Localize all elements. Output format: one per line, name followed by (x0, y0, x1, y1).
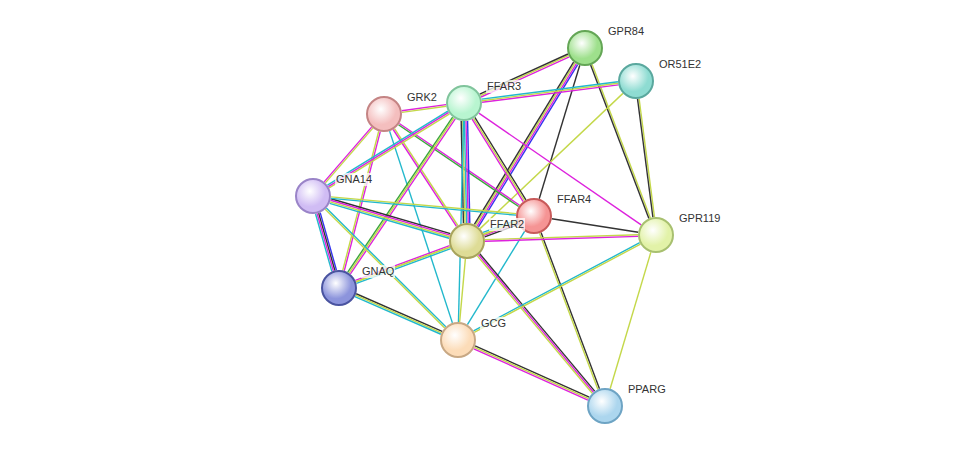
evidence-line (474, 347, 588, 398)
protein-node: PPARG (587, 388, 623, 424)
protein-node: GPR119 (638, 217, 674, 253)
interaction-edge (474, 243, 641, 333)
evidence-line (393, 130, 456, 227)
protein-node: GPR84 (567, 30, 603, 66)
protein-node: GCG (440, 322, 476, 358)
evidence-line (317, 214, 333, 271)
interaction-edge (398, 123, 519, 206)
evidence-line (331, 197, 516, 214)
protein-node: FFAR2 (449, 223, 485, 259)
evidence-line (331, 198, 516, 215)
evidence-line (480, 254, 595, 391)
evidence-line (355, 295, 441, 333)
evidence-line (472, 119, 523, 201)
interaction-edge (638, 99, 655, 218)
node-label: GNAQ (361, 265, 395, 278)
evidence-line (475, 117, 526, 199)
evidence-line (356, 294, 442, 332)
interaction-edge (485, 235, 638, 241)
evidence-line (319, 213, 335, 270)
node-label: FFAR2 (489, 218, 525, 231)
evidence-line (639, 99, 654, 217)
protein-node: FFAR3 (446, 85, 482, 121)
node-label: GRK2 (406, 91, 438, 104)
interaction-edge (472, 117, 526, 201)
evidence-line (356, 249, 450, 284)
protein-node: GNAQ (321, 270, 357, 306)
node-label: PPARG (627, 383, 667, 396)
evidence-line (460, 259, 466, 322)
evidence-line (610, 252, 651, 389)
evidence-line (348, 117, 453, 272)
evidence-line (485, 236, 638, 241)
evidence-line (473, 118, 524, 200)
node-label: FFAR4 (556, 193, 592, 206)
protein-node: OR51E2 (618, 63, 654, 99)
protein-node: GRK2 (366, 96, 402, 132)
node-label: GNA14 (335, 173, 373, 186)
node-label: GPR119 (678, 212, 721, 225)
interaction-edge (552, 219, 638, 232)
interaction-edge (316, 213, 337, 272)
node-label: OR51E2 (658, 58, 702, 71)
interaction-edge (477, 254, 594, 393)
node-label: GPR84 (607, 25, 645, 38)
evidence-line (474, 349, 588, 400)
evidence-line (402, 106, 446, 112)
evidence-line (355, 297, 441, 335)
evidence-line (480, 54, 568, 94)
interaction-edge (331, 197, 516, 215)
evidence-line (638, 99, 653, 217)
interaction-edge (474, 346, 589, 400)
evidence-line (330, 203, 449, 238)
evidence-line (474, 244, 640, 332)
evidence-line (479, 113, 641, 225)
interaction-edge (479, 113, 641, 225)
interaction-edge (402, 105, 447, 113)
evidence-line (316, 214, 332, 271)
evidence-line (552, 219, 638, 232)
evidence-line (475, 346, 589, 397)
node-label: FFAR3 (486, 80, 522, 93)
interaction-edge (610, 252, 651, 389)
node-label: GCG (480, 317, 507, 330)
evidence-line (474, 243, 640, 331)
interaction-edge (460, 259, 466, 322)
evidence-line (479, 255, 594, 392)
protein-node: GNA14 (295, 178, 331, 214)
interaction-edge (355, 294, 442, 335)
evidence-line (355, 246, 449, 281)
